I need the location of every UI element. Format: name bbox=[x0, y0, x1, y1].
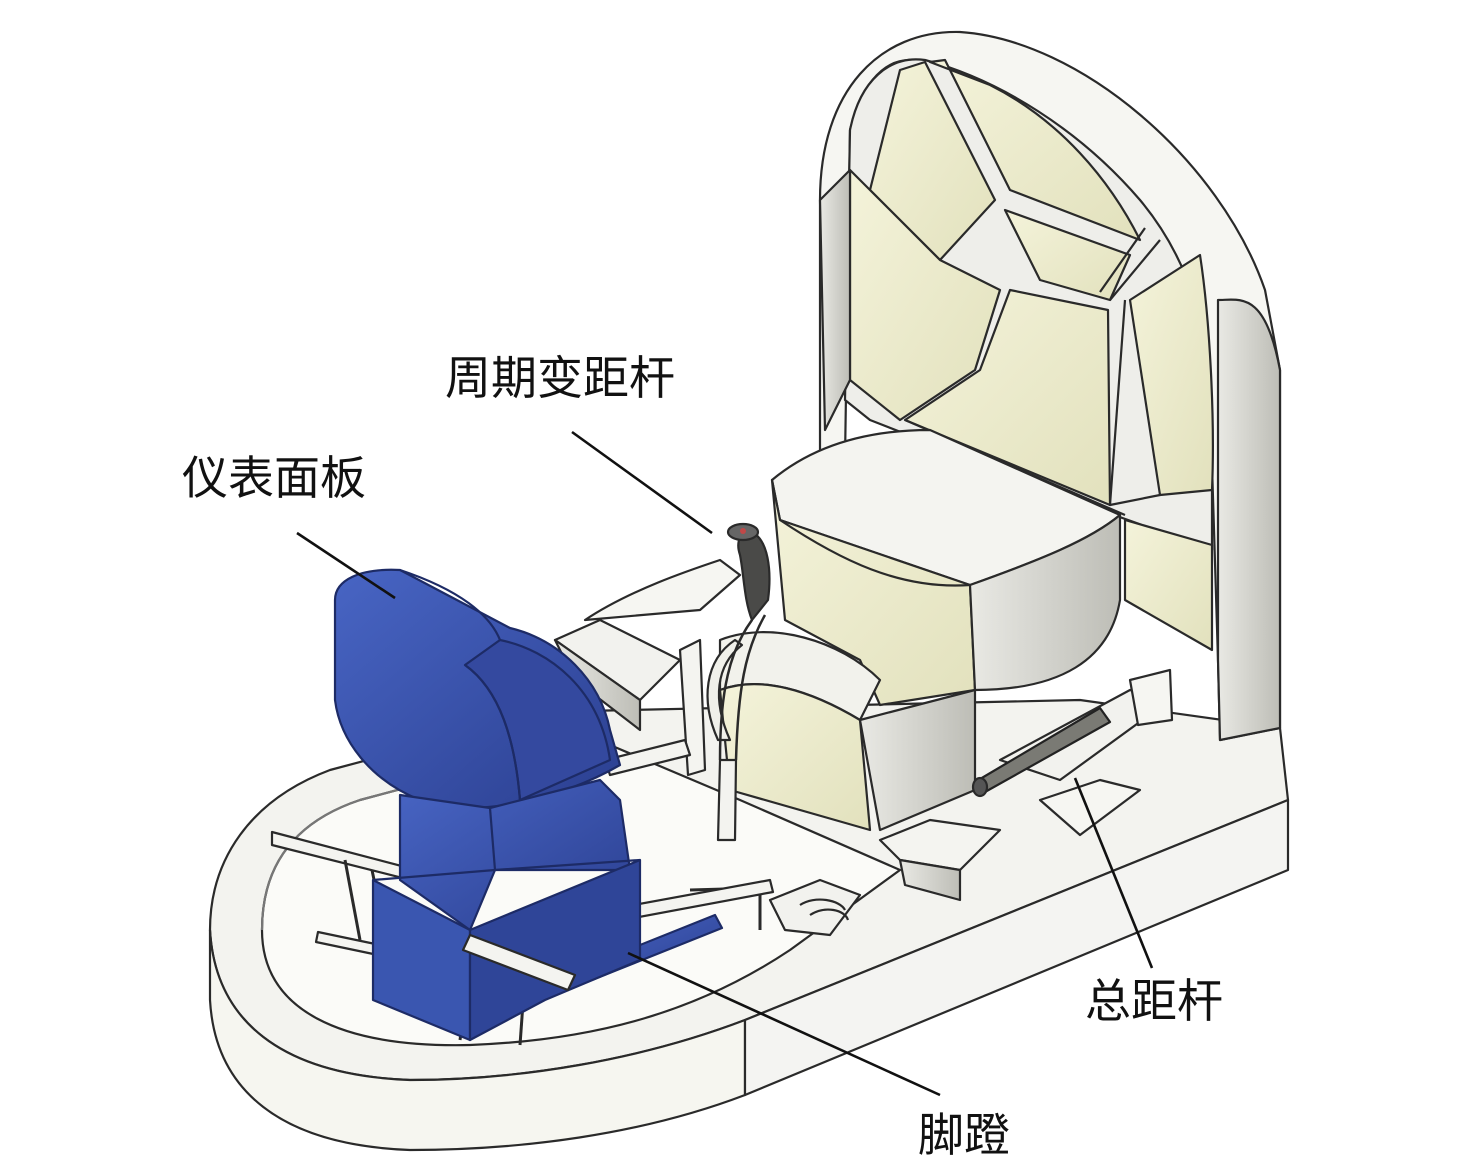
leader-collective bbox=[1073, 777, 1154, 969]
label-pedal: 脚蹬 bbox=[918, 1108, 1010, 1162]
leader-panel bbox=[296, 531, 396, 600]
collective-lever bbox=[971, 706, 1112, 798]
seat-cushion bbox=[718, 428, 1122, 832]
left-floor-console bbox=[553, 558, 742, 732]
leader-pedal bbox=[627, 951, 941, 1097]
label-collective-stick: 总距杆 bbox=[1085, 974, 1223, 1028]
instrument-panel bbox=[333, 568, 642, 1042]
leader-lines bbox=[296, 430, 1154, 1097]
front-rail-over bbox=[461, 933, 577, 992]
seat-back-frame bbox=[818, 30, 1282, 742]
leader-cyclic bbox=[571, 430, 713, 535]
label-instrument-panel: 仪表面板 bbox=[182, 451, 366, 505]
label-cyclic-stick: 周期变距杆 bbox=[445, 351, 675, 405]
